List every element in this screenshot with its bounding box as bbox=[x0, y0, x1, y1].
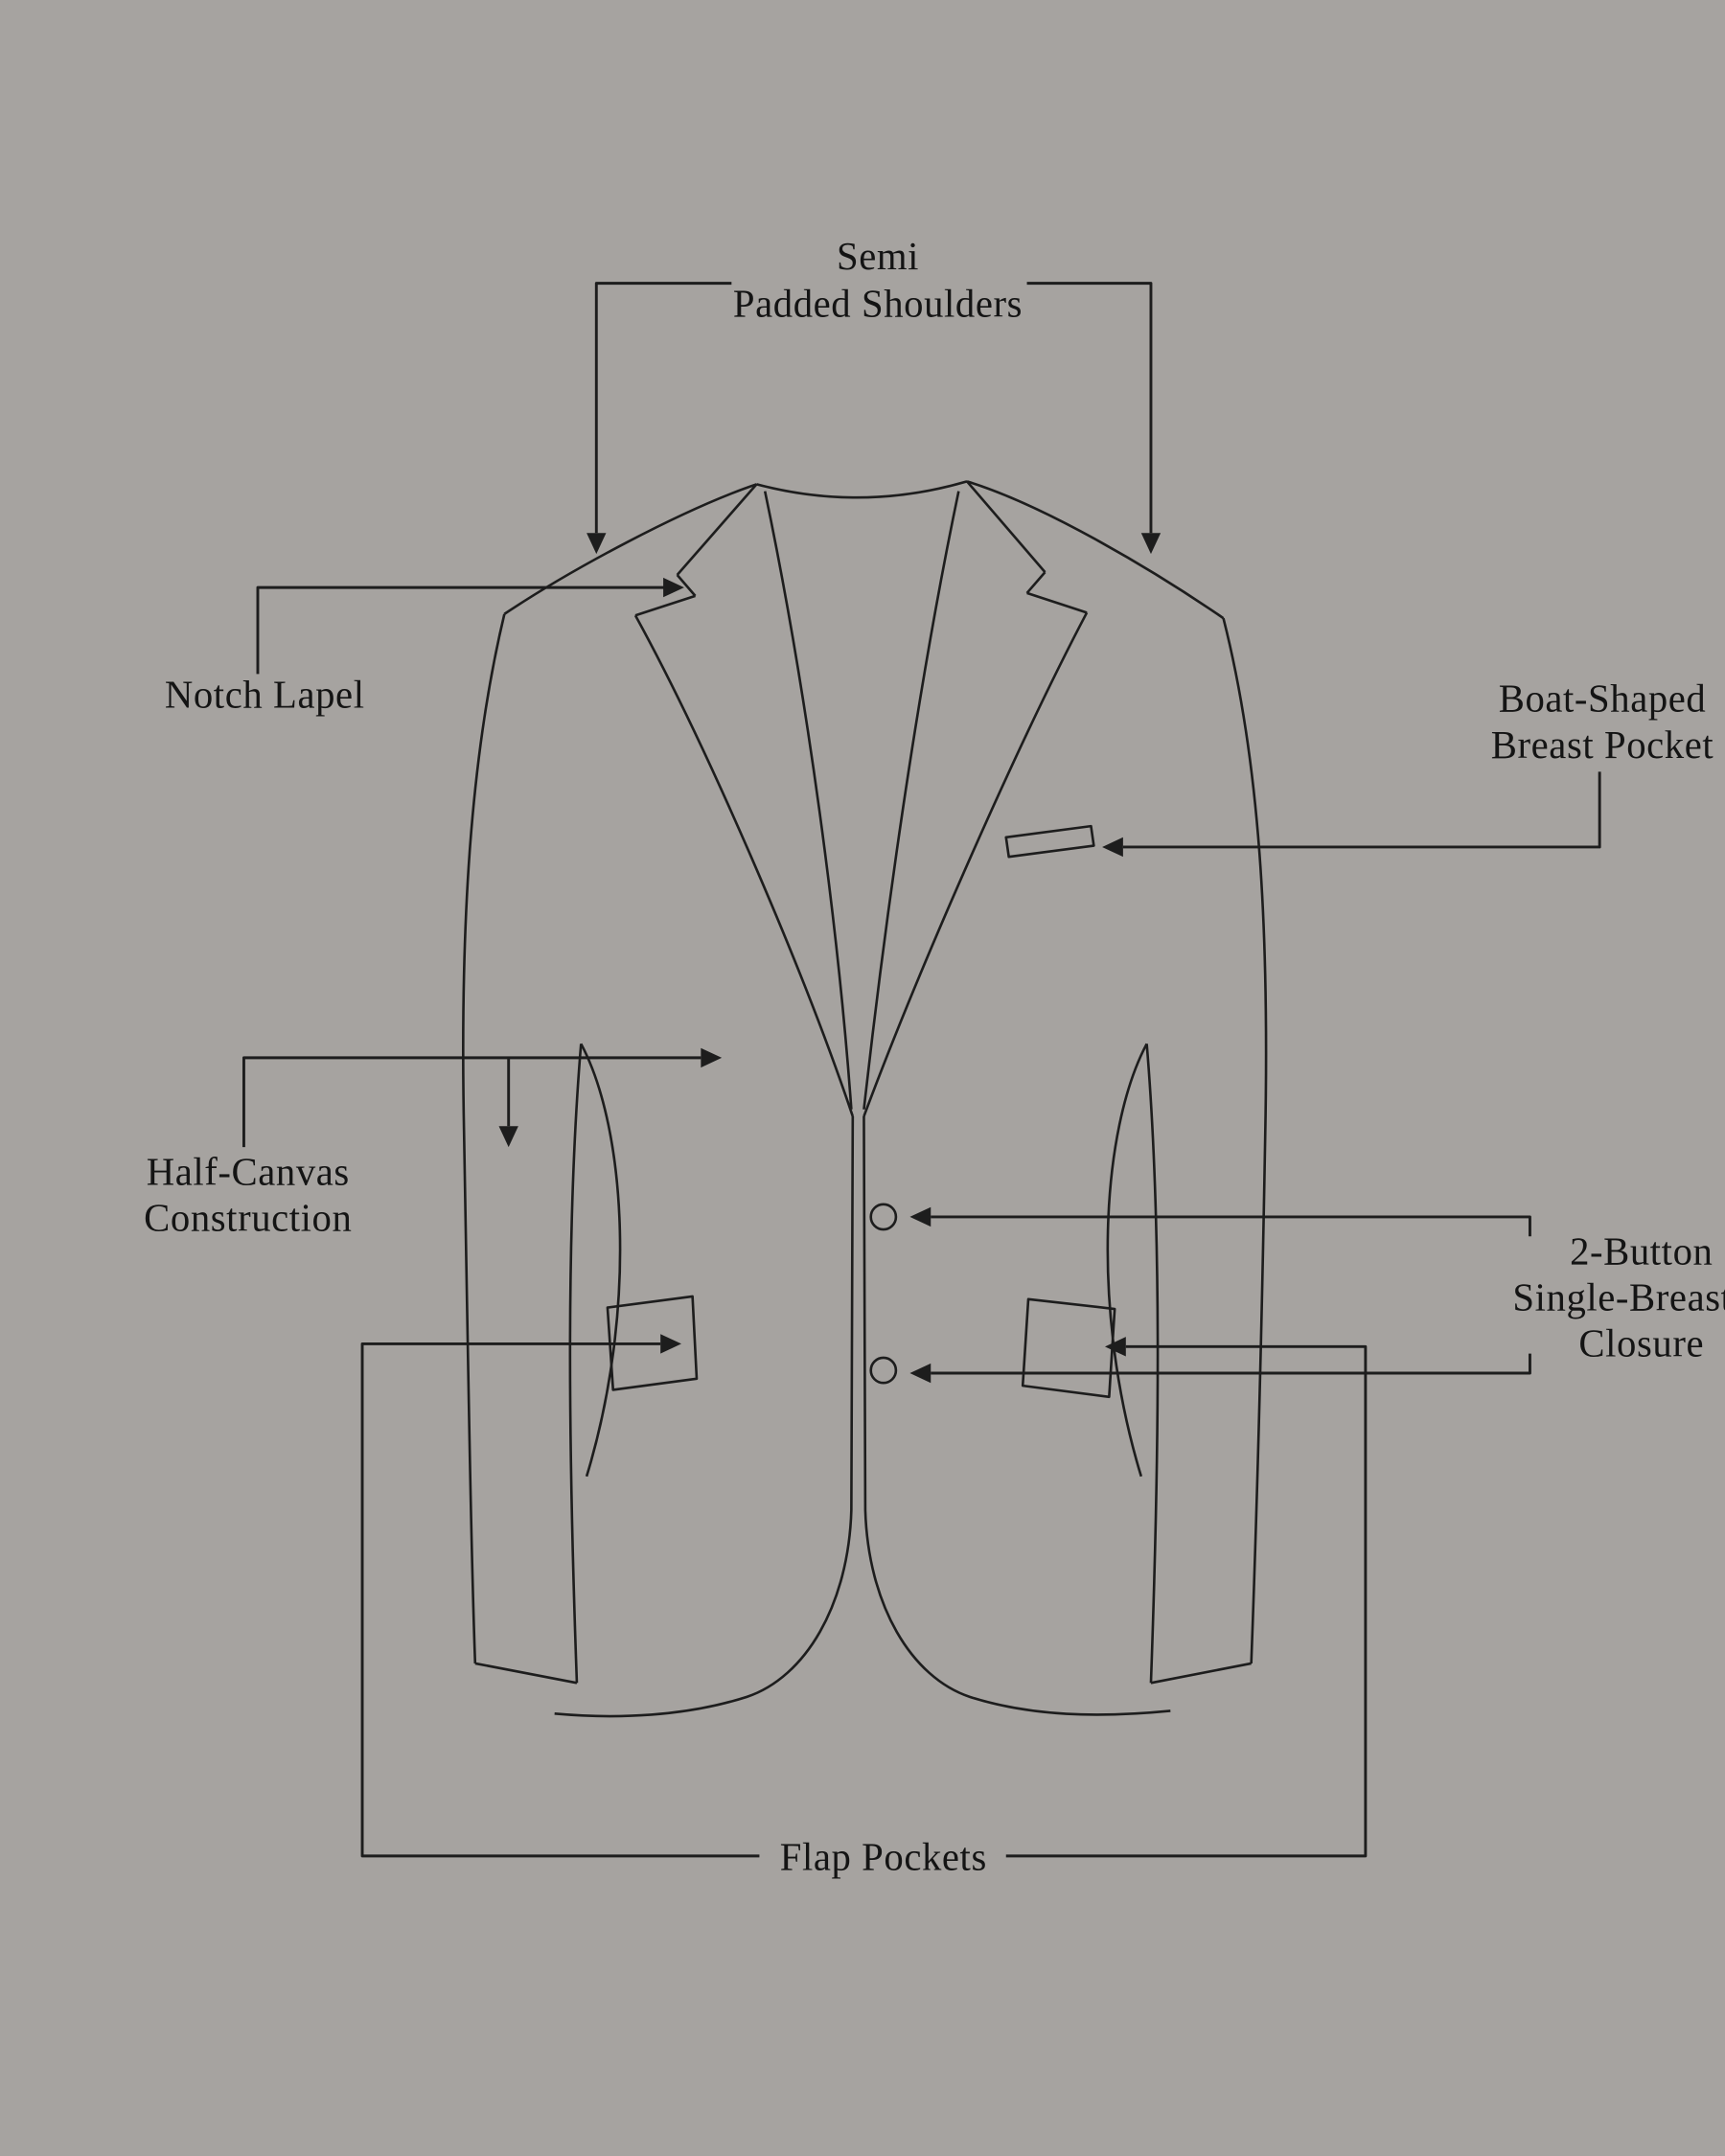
half-canvas-arrowhead bbox=[701, 1047, 723, 1068]
left-sleeve-outer-seam bbox=[461, 613, 506, 1663]
closure-top-arrowhead bbox=[909, 1206, 932, 1227]
right-lapel-roll-line bbox=[862, 491, 960, 1110]
callout-arrowheads bbox=[498, 533, 1162, 1384]
flap-pocket-left-arrowhead bbox=[660, 1334, 681, 1354]
label-breast-pocket-line2: Breast Pocket bbox=[1491, 723, 1714, 767]
right-front-edge-and-hem bbox=[862, 1116, 1171, 1716]
label-closure-line2: Single-Breasted bbox=[1512, 1275, 1725, 1319]
left-front-edge-and-hem bbox=[554, 1116, 855, 1718]
flap-pockets-callout-line-left bbox=[360, 1342, 760, 1858]
label-half-canvas-line1: Half-Canvas bbox=[147, 1150, 350, 1193]
left-collar-edge bbox=[676, 483, 758, 576]
label-breast-pocket-line1: Boat-Shaped bbox=[1499, 677, 1707, 721]
right-sleeve-outer-seam bbox=[1222, 617, 1268, 1663]
top-button bbox=[869, 1203, 898, 1231]
right-shoulder-seam bbox=[966, 480, 1225, 620]
callout-lines bbox=[242, 282, 1601, 1858]
left-lapel-roll-line bbox=[763, 491, 853, 1110]
breast-pocket-callout-line bbox=[1122, 771, 1601, 849]
breast-pocket bbox=[1004, 824, 1095, 859]
shoulders-callout-line-left bbox=[594, 282, 732, 534]
label-notch-lapel: Notch Lapel bbox=[165, 673, 365, 716]
bottom-button bbox=[869, 1356, 898, 1385]
left-sleeve-inner-seam bbox=[568, 1044, 583, 1684]
closure-callout-line-bottom bbox=[931, 1353, 1531, 1375]
right-sleeve-cuff bbox=[1150, 1662, 1252, 1685]
left-armhole-seam bbox=[580, 1043, 622, 1478]
label-closure-line1: 2-Button bbox=[1570, 1229, 1713, 1273]
notch-lapel-arrowhead bbox=[663, 577, 684, 598]
closure-bottom-arrowhead bbox=[909, 1363, 932, 1384]
back-collar-line bbox=[756, 480, 968, 499]
right-lapel-edge bbox=[862, 611, 1089, 1117]
flap-pockets-callout-line-right bbox=[1005, 1344, 1368, 1858]
feature-labels: Semi Padded Shoulders Notch Lapel Boat-S… bbox=[144, 235, 1725, 1878]
shoulders-callout-line-right bbox=[1026, 282, 1153, 534]
right-flap-pocket bbox=[1021, 1297, 1116, 1399]
flap-pocket-right-arrowhead bbox=[1104, 1337, 1126, 1357]
left-shoulder-seam bbox=[503, 483, 757, 615]
breast-pocket-arrowhead bbox=[1102, 837, 1123, 858]
label-shoulders-line2: Padded Shoulders bbox=[733, 283, 1023, 326]
shoulders-left-arrowhead bbox=[586, 533, 607, 555]
shoulders-right-arrowhead bbox=[1140, 533, 1162, 555]
left-flap-pocket bbox=[606, 1295, 699, 1391]
closure-callout-line-top bbox=[931, 1215, 1531, 1237]
half-canvas-callout-line bbox=[242, 1056, 702, 1148]
label-flap-pockets: Flap Pockets bbox=[780, 1835, 987, 1878]
label-closure-line3: Closure bbox=[1578, 1322, 1704, 1365]
label-half-canvas-line2: Construction bbox=[144, 1196, 352, 1239]
left-lapel-edge bbox=[633, 614, 855, 1117]
label-shoulders-line1: Semi bbox=[837, 235, 919, 278]
left-sleeve-cuff bbox=[474, 1662, 578, 1685]
left-lapel-notch bbox=[634, 574, 697, 617]
right-armhole-seam bbox=[1106, 1043, 1148, 1478]
notch-lapel-callout-line bbox=[256, 585, 665, 675]
right-collar-edge bbox=[966, 480, 1046, 573]
half-canvas-branch-arrowhead bbox=[498, 1126, 518, 1148]
right-lapel-notch bbox=[1025, 571, 1088, 614]
